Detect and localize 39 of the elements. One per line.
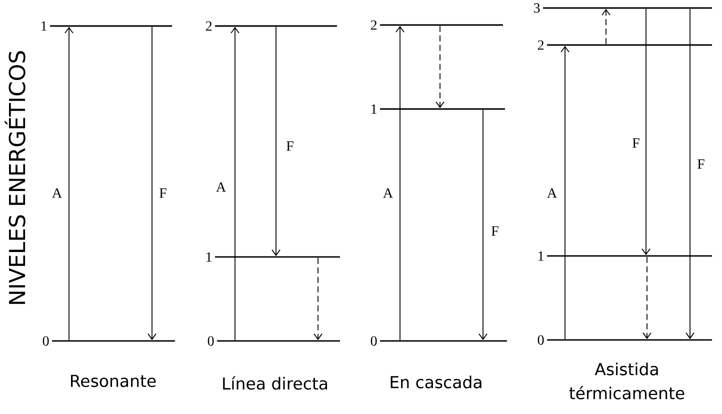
arrow	[148, 26, 156, 340]
edge-label: F	[696, 158, 706, 170]
arrow	[560, 46, 570, 340]
edge-label: F	[158, 187, 168, 199]
edge-label: F	[285, 140, 295, 152]
arrow	[64, 26, 74, 341]
level-number: 1	[206, 252, 212, 262]
arrow	[686, 8, 694, 340]
level-number: 2	[538, 40, 544, 50]
edge-label: A	[214, 181, 228, 193]
level-number: 0	[370, 336, 377, 346]
panel-caption: En cascada	[390, 376, 482, 388]
level-number: 0	[538, 335, 544, 345]
level-number: 2	[370, 20, 377, 30]
arrow	[314, 257, 322, 340]
axis-title: NIVELES ENERGÉTICOS	[4, 51, 26, 304]
panel-caption: Asistida térmicamente	[569, 362, 684, 400]
edge-label: A	[546, 187, 558, 199]
edge-label: A	[50, 187, 64, 199]
arrow	[230, 26, 240, 341]
arrow	[642, 8, 650, 256]
arrow	[436, 25, 444, 108]
level-number: 1	[42, 21, 46, 31]
level-number: 3	[534, 3, 540, 13]
arrow	[272, 26, 280, 256]
edge-label: F	[631, 137, 641, 149]
panel-caption: Línea directa	[223, 376, 328, 390]
arrow	[602, 8, 610, 45]
arrow	[478, 109, 488, 340]
level-number: 2	[206, 21, 212, 31]
edge-label: A	[382, 187, 394, 199]
level-number: 1	[538, 251, 544, 261]
level-number: 0	[208, 336, 214, 346]
arrow	[396, 26, 404, 341]
arrow	[642, 256, 652, 340]
panel-caption: Resonante	[71, 374, 156, 388]
level-number: 1	[372, 104, 376, 114]
edge-label: F	[490, 225, 500, 237]
level-number: 0	[42, 336, 49, 346]
